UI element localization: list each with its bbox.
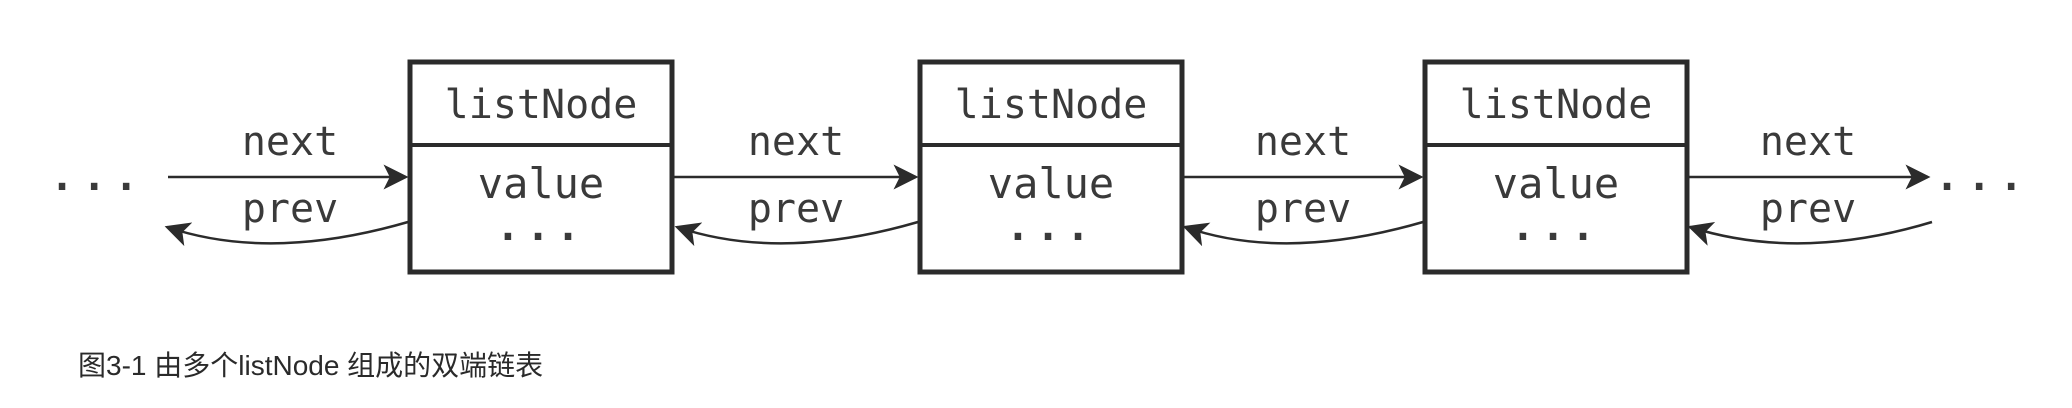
node-2-more: ... xyxy=(1006,204,1096,250)
node-1-title: listNode xyxy=(445,82,638,128)
figure-caption: 图3-1 由多个listNode 组成的双端链表 xyxy=(78,350,544,381)
link-node-2-to-node-3: next prev xyxy=(1182,119,1424,247)
next-label-0: next xyxy=(242,119,338,165)
next-label-2: next xyxy=(1255,119,1351,165)
link-left-to-node-1: next prev xyxy=(164,119,409,247)
prev-arrow-3 xyxy=(1687,220,1933,246)
node-1-value: value xyxy=(478,159,604,208)
next-label-1: next xyxy=(748,119,844,165)
list-node-1: listNode value ... xyxy=(407,59,675,275)
prev-arrow-2 xyxy=(1182,220,1424,247)
prev-label-1: prev xyxy=(748,186,844,232)
list-node-3: listNode value ... xyxy=(1422,59,1690,275)
prev-label-2: prev xyxy=(1255,186,1351,232)
node-3-more: ... xyxy=(1511,204,1601,250)
node-1-box xyxy=(407,59,675,275)
node-3-value: value xyxy=(1493,159,1619,208)
prev-arrow-1 xyxy=(674,220,919,247)
prev-label-3: prev xyxy=(1760,186,1856,232)
link-node-3-to-right: next prev xyxy=(1687,119,1933,246)
node-2-value: value xyxy=(988,159,1114,208)
trailing-ellipsis: ... xyxy=(1935,154,2031,200)
list-node-2: listNode value ... xyxy=(917,59,1185,275)
node-1-more: ... xyxy=(496,204,586,250)
node-2-title: listNode xyxy=(955,82,1148,128)
prev-arrow-0 xyxy=(164,220,409,247)
next-label-3: next xyxy=(1760,119,1856,165)
node-3-title: listNode xyxy=(1460,82,1653,128)
node-3-box xyxy=(1422,59,1690,275)
prev-label-0: prev xyxy=(242,186,338,232)
node-2-box xyxy=(917,59,1185,275)
leading-ellipsis: ... xyxy=(50,154,146,200)
link-node-1-to-node-2: next prev xyxy=(674,119,919,247)
